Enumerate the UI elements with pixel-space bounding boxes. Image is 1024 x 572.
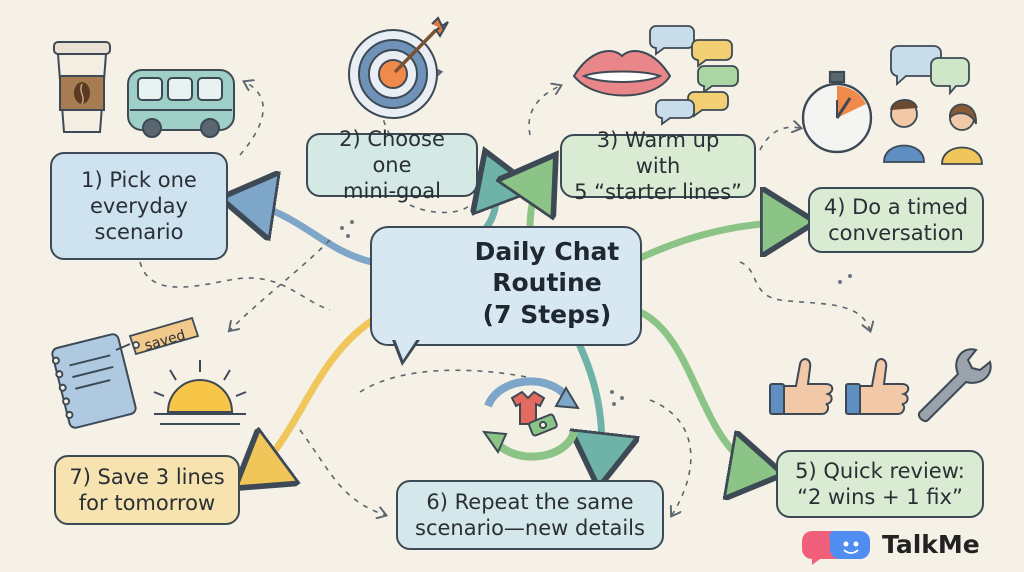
notebook-icon [51,333,137,429]
talkme-logo-icon [802,531,870,565]
arrow-to-step-1 [234,200,376,266]
thumbs-up-icon [845,358,910,415]
arrow-to-step-4 [636,222,802,262]
arrow-to-step-7 [246,314,380,480]
wrench-icon [918,348,992,422]
coffee-cup-icon [53,41,111,133]
step-2-node: 2) Choose one mini-goal [306,127,478,203]
step-6-node: 6) Repeat the same scenario—new details [396,480,664,550]
arrow-to-step-5 [636,308,770,472]
step-3-node: 3) Warm up with 5 “starter lines” [560,128,756,204]
step-1-node: 1) Pick one everyday scenario [50,152,228,260]
step-4-node: 4) Do a timed conversation [808,187,984,253]
step-5-node: 5) Quick review: “2 wins + 1 fix” [776,450,984,518]
center-node [370,226,642,346]
thumbs-up-icon [769,358,834,415]
decorative-dots [340,220,852,406]
target-icon [348,16,449,119]
saved-tag-shape [115,316,200,356]
bus-icon [127,69,235,138]
sun-icon [153,360,247,425]
lips-icon [572,49,672,97]
center-title: Daily Chat Routine (7 Steps) [474,237,620,329]
arrow-to-step-3 [530,166,548,232]
arrow-to-step-6 [580,342,602,474]
brand: TalkMe [876,526,980,562]
speech-bubbles-icon [649,25,739,126]
stopwatch-icon [801,70,873,154]
recycle-arrows-icon [481,377,580,461]
arrow-to-step-2 [486,164,496,232]
step-7-node: 7) Save 3 lines for tomorrow [54,455,240,525]
brand-name: TalkMe [882,529,980,559]
people-talking-icon [883,45,983,165]
